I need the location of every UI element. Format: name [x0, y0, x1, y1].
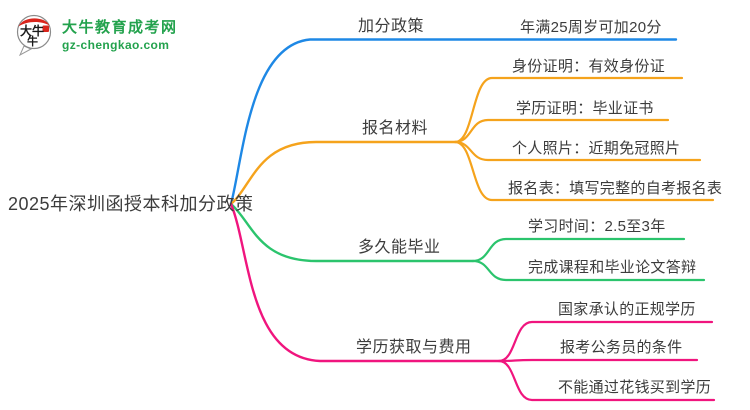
logo-bull-icon: 大牛 牛 [16, 14, 52, 56]
leaf-line-study-time [471, 237, 686, 263]
leaf-line-state-recognized [497, 320, 714, 363]
branch-line-materials [229, 140, 457, 206]
branch-label-materials: 报名材料 [362, 120, 429, 137]
leaf-id-proof: 身份证明：有效身份证 [512, 58, 666, 75]
branch-line-graduation [229, 202, 475, 263]
svg-text:牛: 牛 [27, 34, 38, 48]
leaf-age-bonus: 年满25周岁可加20分 [520, 19, 662, 36]
leaf-line-form [453, 140, 715, 202]
leaf-line-id-proof [453, 76, 684, 144]
logo-site-url: gz-chengkao.com [62, 38, 170, 52]
branch-label-diploma-cost: 学历获取与费用 [356, 339, 472, 356]
branch-label-bonus-policy: 加分政策 [358, 18, 425, 35]
site-logo: 大牛 牛 大牛教育成考网 gz-chengkao.com [14, 12, 178, 56]
leaf-line-edu-proof [453, 118, 670, 144]
leaf-thesis: 完成课程和毕业论文答辩 [528, 259, 697, 276]
central-topic: 2025年深圳函授本科加分政策 [8, 194, 254, 214]
leaf-study-time: 学习时间：2.5至3年 [528, 218, 666, 235]
branch-line-diploma-cost [229, 202, 501, 363]
leaf-line-civil-servant [497, 358, 699, 363]
leaf-form: 报名表：填写完整的自考报名表 [508, 180, 723, 197]
branch-line-bonus-policy [229, 38, 678, 206]
branch-label-graduation: 多久能毕业 [358, 239, 441, 256]
leaf-photo: 个人照片：近期免冠照片 [512, 140, 681, 157]
leaf-state-recognized: 国家承认的正规学历 [558, 301, 696, 318]
leaf-line-thesis [471, 259, 706, 282]
logo-site-name: 大牛教育成考网 [62, 19, 178, 36]
leaf-civil-servant: 报考公务员的条件 [560, 339, 683, 356]
leaf-no-buying: 不能通过花钱买到学历 [558, 379, 712, 396]
leaf-edu-proof: 学历证明：毕业证书 [516, 100, 654, 117]
leaf-line-no-buying [497, 359, 716, 402]
svg-text:大牛: 大牛 [20, 23, 44, 38]
